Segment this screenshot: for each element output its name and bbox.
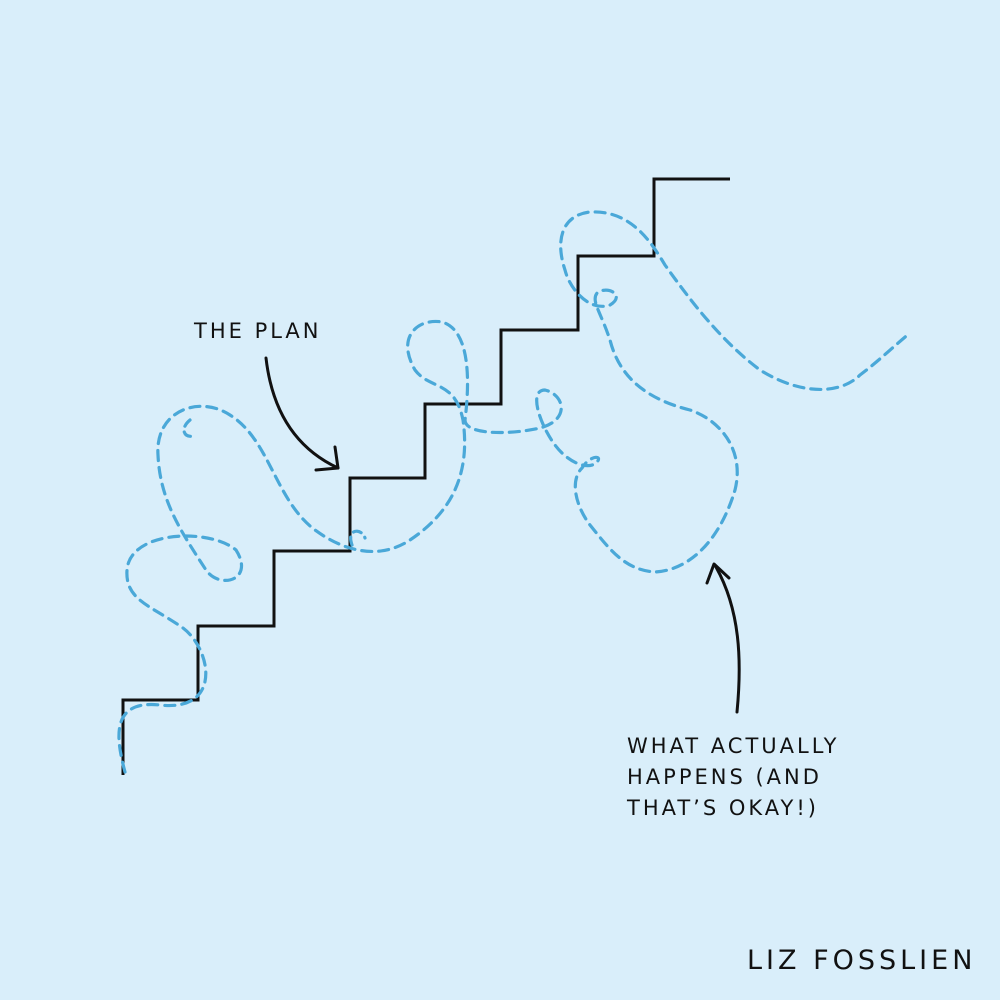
actual-label-line-3: THAT’S OKAY!) xyxy=(627,796,819,820)
author-signature: LIZ FOSSLIEN xyxy=(747,945,977,976)
actual-path-dashed xyxy=(117,210,912,774)
plan-arrow-shaft xyxy=(264,356,340,470)
small-loop-dashed xyxy=(349,529,367,547)
actual-arrow-shaft xyxy=(714,565,741,714)
actual-label-line-2: HAPPENS (AND xyxy=(627,765,822,789)
plan-arrow-head xyxy=(314,445,340,472)
top-left-loop-dashed xyxy=(182,418,198,438)
actual-arrow-head xyxy=(705,562,731,585)
actual-label: WHAT ACTUALLY HAPPENS (AND THAT’S OKAY!) xyxy=(627,731,839,824)
actual-label-line-1: WHAT ACTUALLY xyxy=(627,734,840,758)
staircase-plan-line xyxy=(121,177,730,775)
plan-label: THE PLAN xyxy=(194,319,322,343)
